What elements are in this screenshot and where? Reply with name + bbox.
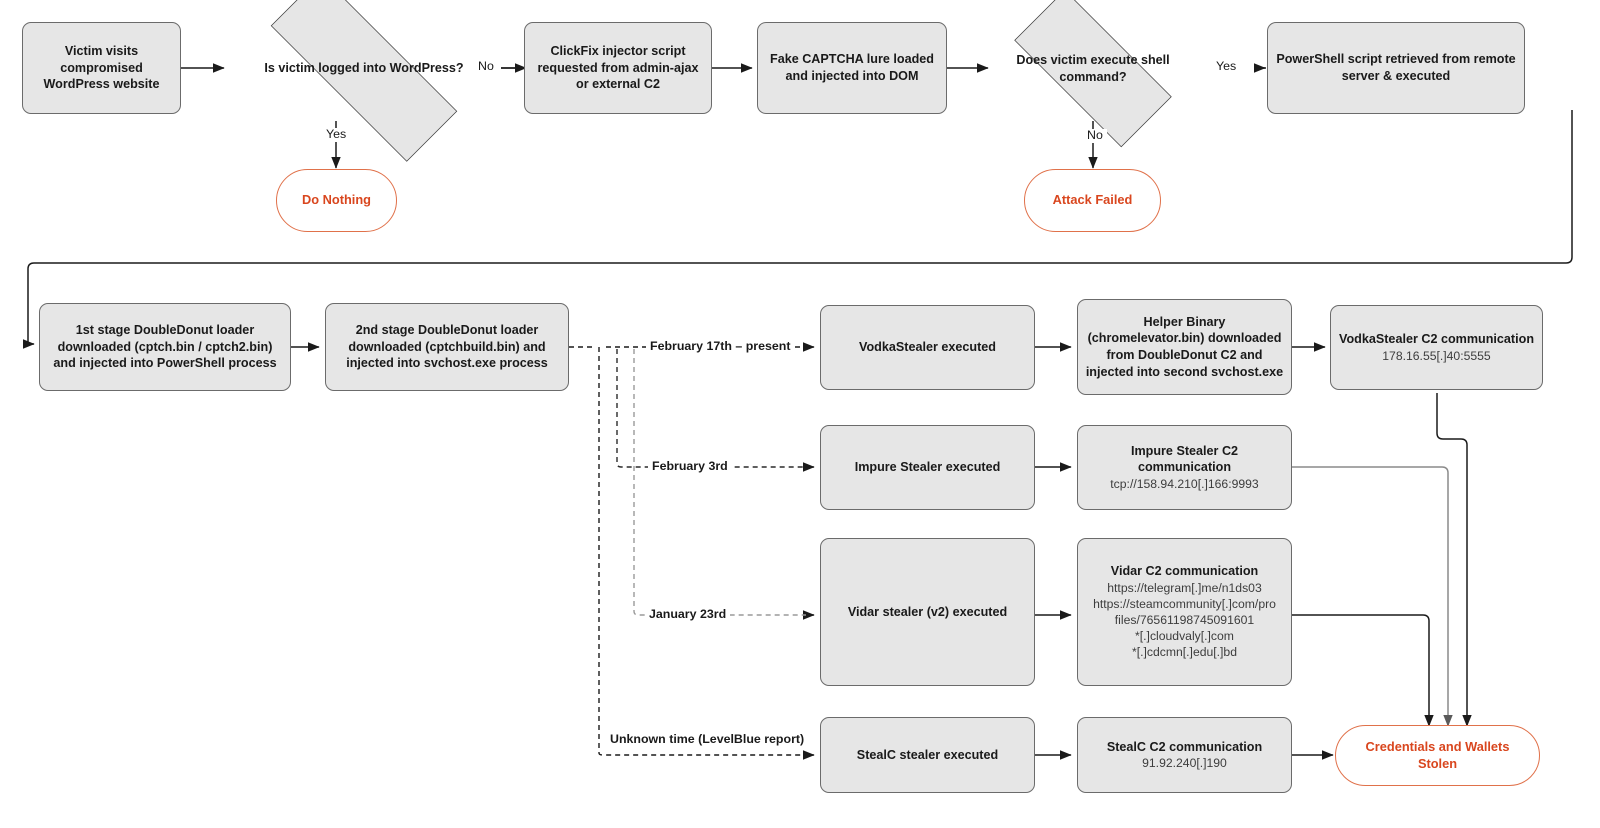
node-label: Victim visits compromised WordPress webs… [43,44,160,92]
edge-label-jan23: January 23rd [645,607,731,622]
node-decision-logged-in[interactable]: Is victim logged into WordPress? [228,0,500,162]
node-sublabel: tcp://158.94.210[.]166:9993 [1110,477,1259,492]
node-sublabel: 91.92.240[.]190 [1142,756,1227,771]
node-label: VodkaStealer executed [859,340,996,355]
node-label: ClickFix injector script requested from … [537,44,699,92]
node-stealc-executed[interactable]: StealC stealer executed [820,717,1035,793]
node-do-nothing[interactable]: Do Nothing [276,169,397,232]
edge-label-yes-exec-shell: Yes [1212,59,1241,74]
node-label-group: StealC C2 communication 91.92.240[.]190 [1107,739,1262,772]
node-label-group: Impure Stealer C2 communication tcp://15… [1085,443,1284,492]
node-label: Does victim execute shell command? [1016,52,1170,84]
node-label-group: Vidar C2 communication https://telegram[… [1093,563,1276,660]
node-label: Impure Stealer C2 communication [1130,443,1239,475]
wire-branch-jan23 [633,349,806,616]
node-impure-c2[interactable]: Impure Stealer C2 communication tcp://15… [1077,425,1292,510]
edge-label-feb17: February 17th – present [646,339,795,354]
wire-vidarc2-down [1292,614,1430,723]
node-vidar-executed[interactable]: Vidar stealer (v2) executed [820,538,1035,686]
node-label: 2nd stage DoubleDonut loader downloaded … [346,323,548,371]
node-label: Is victim logged into WordPress? [264,61,464,76]
node-label: Attack Failed [1052,192,1133,208]
node-vodka-c2[interactable]: VodkaStealer C2 communication 178.16.55[… [1330,305,1543,390]
edge-label-unknown-time: Unknown time (LevelBlue report) [606,732,809,747]
node-label: VodkaStealer C2 communication [1338,332,1535,347]
node-stealc-c2[interactable]: StealC C2 communication 91.92.240[.]190 [1077,717,1292,793]
node-label: Credentials and Wallets Stolen [1365,738,1510,771]
node-sublabel-4: *[.]cloudvaly[.]com [1135,629,1234,644]
wire-branch-unknown [598,347,806,756]
node-impure-executed[interactable]: Impure Stealer executed [820,425,1035,510]
node-credentials-stolen[interactable]: Credentials and Wallets Stolen [1335,725,1540,786]
node-stage1-loader[interactable]: 1st stage DoubleDonut loader downloaded … [39,303,291,391]
edge-label-no-logged-in: No [474,59,498,74]
node-label: Fake CAPTCHA lure loaded and injected in… [770,52,934,83]
node-decision-exec-shell[interactable]: Does victim execute shell command? [986,0,1200,148]
node-sublabel-3: files/76561198745091601 [1114,613,1255,628]
node-label: Helper Binary (chromelevator.bin) downlo… [1085,314,1284,379]
node-sublabel-5: *[.]cdcmn[.]edu[.]bd [1131,645,1237,660]
node-attack-failed[interactable]: Attack Failed [1024,169,1161,232]
node-powershell-script[interactable]: PowerShell script retrieved from remote … [1267,22,1525,114]
node-label: Vidar stealer (v2) executed [847,604,1008,619]
wire-impurec2-down [1292,466,1449,723]
node-stage2-loader[interactable]: 2nd stage DoubleDonut loader downloaded … [325,303,569,391]
node-label: PowerShell script retrieved from remote … [1276,52,1516,83]
node-label: Impure Stealer executed [854,460,1001,475]
edge-label-yes-logged-in: Yes [322,127,351,142]
node-label: Do Nothing [302,192,371,208]
node-label: StealC stealer executed [856,747,999,762]
edge-label-feb3: February 3rd [648,459,732,474]
node-label-group: VodkaStealer C2 communication 178.16.55[… [1339,331,1534,364]
edge-label-no-exec-shell: No [1083,128,1107,143]
node-helper-binary[interactable]: Helper Binary (chromelevator.bin) downlo… [1077,299,1292,395]
node-sublabel-2: https://steamcommunity[.]com/pro [1093,597,1276,612]
node-fake-captcha[interactable]: Fake CAPTCHA lure loaded and injected in… [757,22,947,114]
node-vodka-executed[interactable]: VodkaStealer executed [820,305,1035,390]
node-sublabel: 178.16.55[.]40:5555 [1382,348,1491,363]
node-sublabel-1: https://telegram[.]me/n1ds03 [1107,581,1262,596]
node-label: Vidar C2 communication [1110,564,1259,579]
node-victim-visits[interactable]: Victim visits compromised WordPress webs… [22,22,181,114]
wire-vodkac2-down [1436,393,1468,723]
node-clickfix-injector[interactable]: ClickFix injector script requested from … [524,22,712,114]
node-label: 1st stage DoubleDonut loader downloaded … [53,323,277,371]
node-label: StealC C2 communication [1106,739,1263,754]
diamond-shape [270,0,458,162]
wire-branch-feb3 [616,349,806,468]
node-vidar-c2[interactable]: Vidar C2 communication https://telegram[… [1077,538,1292,686]
